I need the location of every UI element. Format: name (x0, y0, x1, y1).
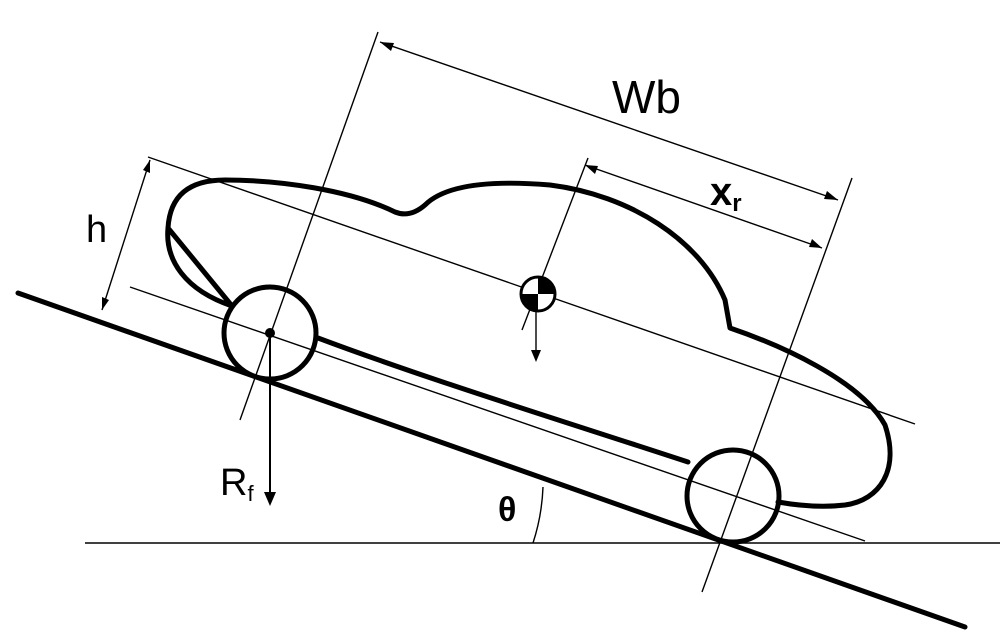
front-reaction-label-main: R (220, 462, 247, 504)
front-reaction-arrowhead (264, 492, 276, 506)
height-arrow-top (143, 160, 150, 173)
front-axle-perpendicular (239, 31, 379, 421)
center-of-gravity-symbol (519, 275, 557, 313)
wheelbase-arrow-left (380, 42, 394, 51)
rear-distance-label: xr (710, 170, 742, 217)
rear-distance-label-main: x (710, 170, 732, 214)
angle-label: θ (498, 491, 516, 529)
rear-distance-dimension-line (584, 164, 823, 249)
wheelbase-label: Wb (612, 71, 681, 123)
rear-axle-perpendicular (701, 177, 853, 593)
height-arrow-bottom (102, 297, 109, 310)
rear-distance-arrow-right (809, 239, 822, 248)
incline-surface (15, 290, 968, 630)
rear-distance-arrow-left (585, 165, 598, 174)
car-body-outline (165, 177, 893, 509)
front-reaction-label-sub: f (247, 481, 254, 506)
height-dimension-line (101, 159, 151, 311)
front-reaction-label: Rf (220, 462, 254, 506)
rear-wheel (684, 447, 782, 545)
weight-arrowhead (531, 350, 541, 362)
axle-line (129, 286, 866, 542)
wheelbase-arrow-right (824, 191, 838, 200)
incline-angle-arc (532, 486, 544, 544)
wheelbase-dimension-line (379, 41, 839, 201)
height-label: h (86, 209, 107, 251)
rear-distance-label-sub: r (732, 190, 741, 217)
